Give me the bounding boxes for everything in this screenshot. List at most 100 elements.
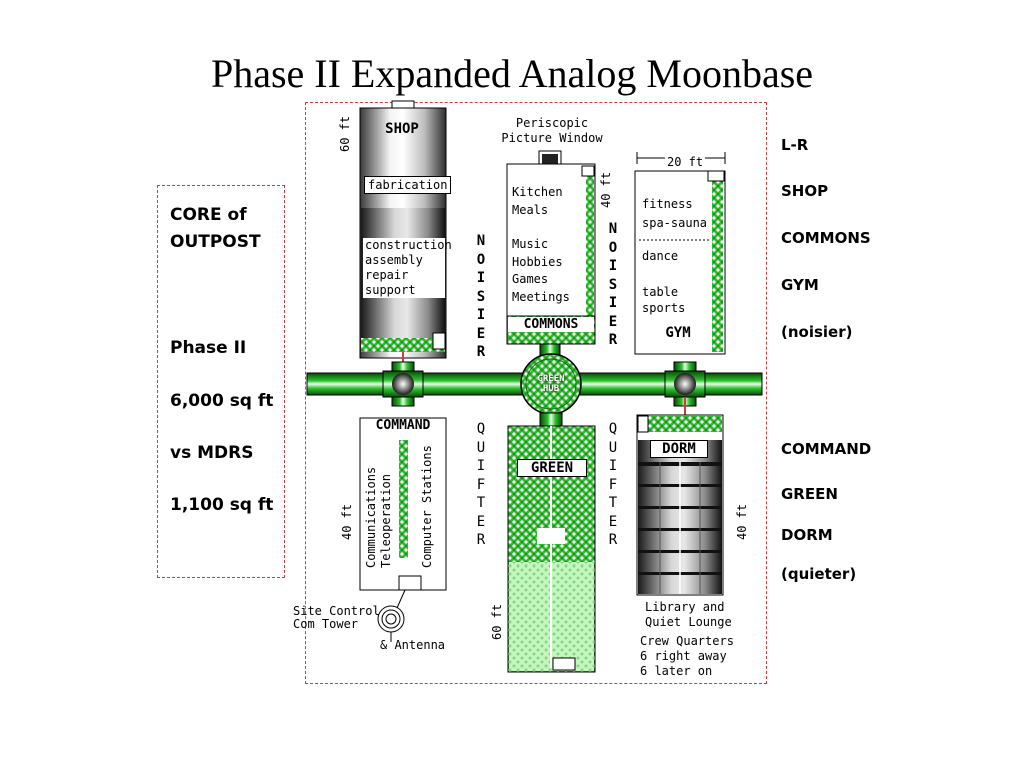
quieter-letter-f: F	[476, 476, 486, 493]
crew-line3: 6 later on	[640, 664, 713, 678]
legend-bottom-green: GREEN	[781, 485, 838, 503]
quieter-letter-i: I	[608, 458, 618, 474]
quieter-letter-e: E	[608, 513, 618, 530]
shop-dimension: 60 ft	[338, 115, 352, 152]
commons-activity-spacer	[512, 219, 570, 236]
noisier-letter-i1: I	[476, 270, 486, 286]
core-heading-line1: CORE of	[170, 205, 247, 225]
core-vs: vs MDRS	[170, 443, 254, 463]
green-hub-line2: HUB	[542, 384, 560, 394]
gym-activity-table: table	[642, 285, 679, 299]
command-communications: Communications	[364, 466, 378, 568]
gym-activity-dance: dance	[642, 249, 679, 263]
commons-activity-kitchen: Kitchen	[512, 185, 563, 199]
noisier-letter-n: N	[608, 221, 618, 237]
quieter-letter-t: T	[608, 495, 618, 511]
site-control-line2: Com Tower	[293, 617, 359, 631]
quieter-letter-q: Q	[608, 421, 618, 437]
periscopic-window-label: Periscopic Picture Window	[500, 116, 604, 146]
core-mdrs-area: 1,100 sq ft	[170, 495, 274, 515]
noisier-letter-r: R	[608, 332, 618, 348]
library-line1: Library and	[645, 600, 725, 614]
noisier-letter-r: R	[476, 344, 486, 360]
quieter-letter-r: R	[608, 532, 618, 548]
periscopic-line2: Picture Window	[501, 131, 603, 145]
noisier-letter-n: N	[476, 233, 486, 249]
noisier-letter-i2: I	[476, 307, 486, 323]
shop-activities: construction assembly repair support	[363, 238, 452, 298]
gym-dimension: 20 ft	[665, 155, 706, 170]
commons-activity-games: Games	[512, 272, 549, 286]
library-line2: Quiet Lounge	[645, 615, 732, 629]
noisier-letter-o: O	[608, 239, 618, 256]
commons-activity-meetings: Meetings	[512, 289, 570, 304]
commons-activity-meals: Meals	[512, 202, 549, 217]
dorm-label: DORM	[650, 440, 708, 458]
commons-activities: Kitchen Meals Music Hobbies Games Meetin…	[512, 184, 570, 306]
quieter-letter-u: U	[608, 439, 618, 456]
core-area: 6,000 sq ft	[170, 391, 274, 411]
legend-bottom-command: COMMAND	[781, 440, 872, 458]
gym-activity-sports: sports	[642, 301, 686, 315]
quieter-letter-t: T	[476, 495, 486, 511]
commons-label: COMMONS	[508, 317, 594, 332]
crew-line1: Crew Quarters	[640, 634, 734, 648]
core-phase: Phase II	[170, 338, 247, 358]
legend-top-shop: SHOP	[781, 182, 829, 200]
commons-activity-music: Music	[512, 237, 549, 251]
legend-top-noisier: (noisier)	[781, 323, 853, 341]
commons-dimension: 40 ft	[599, 171, 613, 208]
green-hub-line1: GREEN	[537, 374, 565, 384]
shop-label: SHOP	[385, 121, 419, 137]
gym-activity-spa: spa-sauna	[642, 216, 708, 230]
green-label: GREEN	[517, 459, 587, 477]
core-heading-line2: OUTPOST	[170, 232, 261, 252]
legend-top-commons: COMMONS	[781, 229, 871, 247]
quieter-letter-u: U	[476, 439, 486, 456]
legend-bottom-dorm: DORM	[781, 526, 833, 544]
commons-activity-hobbies: Hobbies	[512, 254, 563, 269]
noisier-letter-s: S	[476, 288, 486, 305]
gym-activity-fitness: fitness	[642, 197, 693, 211]
green-hub-label: GREEN HUB	[526, 374, 576, 394]
noisier-letter-s: S	[608, 276, 618, 293]
legend-order: L-R	[781, 136, 809, 154]
site-control-line1: Site Control	[293, 604, 380, 618]
legend-top-gym: GYM	[781, 276, 819, 294]
quieter-letter-i: I	[476, 458, 486, 474]
shop-activity-construction: construction	[365, 238, 452, 252]
noisier-letter-o: O	[476, 251, 486, 268]
noisier-letter-e: E	[476, 325, 486, 342]
quieter-letter-q: Q	[476, 421, 486, 437]
gym-label: GYM	[665, 325, 691, 341]
quieter-letter-f: F	[608, 476, 618, 493]
crew-quarters-label: Crew Quarters 6 right away 6 later on	[640, 634, 734, 679]
core-info-box	[157, 185, 285, 578]
gym-activities-bottom: table sports	[642, 284, 685, 316]
command-computer-stations: Computer Stations	[420, 445, 434, 568]
quieter-letter-e: E	[476, 513, 486, 530]
periscopic-line1: Periscopic	[515, 116, 589, 130]
moonbase-layout-frame	[305, 102, 767, 684]
shop-activity-support: support	[365, 283, 416, 297]
command-dimension: 40 ft	[340, 503, 354, 540]
noisier-letter-e: E	[608, 313, 618, 330]
antenna-label: & Antenna	[380, 638, 446, 652]
shop-activity-assembly: assembly	[365, 253, 423, 267]
gym-activities-top: fitness spa-sauna	[642, 195, 707, 233]
crew-line2: 6 right away	[640, 649, 727, 663]
dorm-dimension: 40 ft	[735, 503, 749, 540]
command-label: COMMAND	[375, 418, 431, 433]
legend-bottom-quieter: (quieter)	[781, 565, 857, 583]
shop-fabrication-label: fabrication	[364, 176, 452, 194]
shop-activity-repair: repair	[365, 268, 409, 282]
command-teleoperation: Teleoperation	[379, 474, 393, 568]
green-dimension: 60 ft	[490, 603, 504, 640]
noisier-letter-i2: I	[608, 295, 618, 311]
page-title: Phase II Expanded Analog Moonbase	[210, 51, 814, 96]
site-control-label: Site Control Com Tower	[293, 605, 380, 631]
